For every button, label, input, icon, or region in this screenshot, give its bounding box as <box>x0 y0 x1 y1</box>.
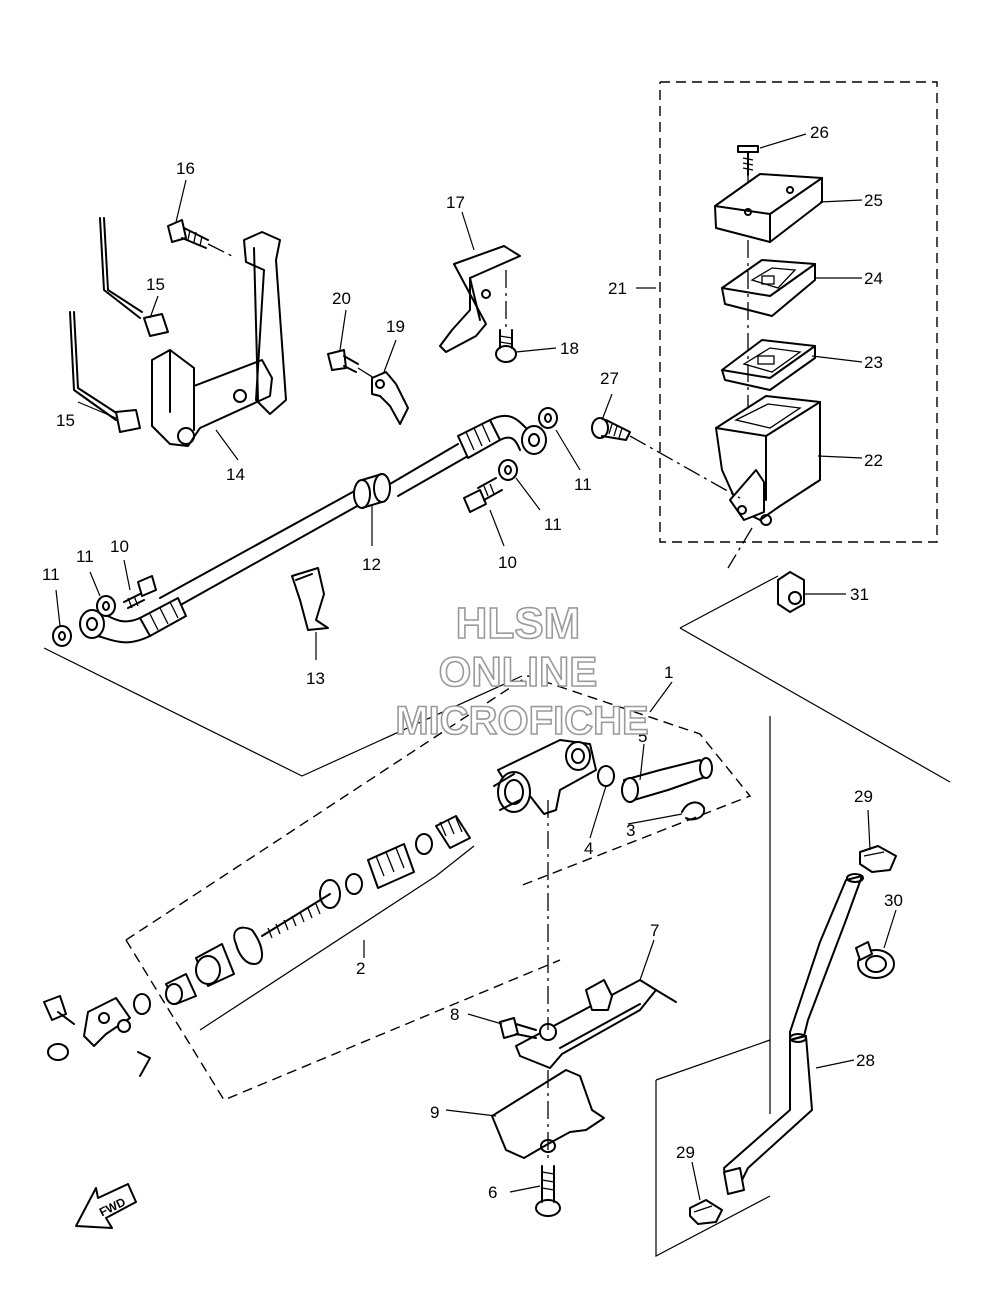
forward-direction-arrow: FWD <box>75 1183 137 1229</box>
reservoir-hose-28 <box>723 873 864 1195</box>
callout-11-c: 11 <box>574 475 592 494</box>
callout-28: 28 <box>856 1051 875 1070</box>
callout-18: 18 <box>560 339 579 358</box>
union-bolt-10-left <box>123 575 157 609</box>
washer-11-d <box>538 407 558 429</box>
callout-11-a: 11 <box>42 565 60 584</box>
callout-19: 19 <box>386 317 405 336</box>
bolt-18 <box>495 329 517 363</box>
callout-13: 13 <box>306 669 325 688</box>
clip-19 <box>371 371 409 425</box>
bracket-17 <box>439 245 521 353</box>
bolt-20 <box>327 349 375 379</box>
reservoir-diaphragm-24 <box>721 259 816 317</box>
hose-clamp-29-upper <box>859 845 897 873</box>
callout-12: 12 <box>362 555 381 574</box>
brake-hose-lower-fitting <box>79 597 187 644</box>
callout-31: 31 <box>850 585 869 604</box>
union-bolt-10-right <box>463 477 503 513</box>
callout-10-left: 10 <box>110 537 129 556</box>
callout-11-d: 11 <box>544 515 562 534</box>
callout-1: 1 <box>664 663 673 682</box>
bracket-7 <box>515 800 677 1069</box>
callout-11-b: 11 <box>76 547 94 566</box>
watermark-line-3: MICROFICHE <box>395 699 648 743</box>
callout-leaders <box>55 133 897 1201</box>
cable-tie-15-upper <box>99 217 169 337</box>
hose-clamp-30 <box>855 941 895 979</box>
hose-joint-5 <box>621 757 713 803</box>
callout-15-lower: 15 <box>56 411 75 430</box>
watermark-line-2: ONLINE <box>439 648 598 695</box>
master-cylinder-box <box>125 675 752 1101</box>
callout-27: 27 <box>600 369 619 388</box>
callout-24: 24 <box>864 269 883 288</box>
callout-21: 21 <box>608 279 627 298</box>
hose-clamp-29-lower <box>689 1199 723 1225</box>
callout-3: 3 <box>626 821 635 840</box>
reservoir-plate-23 <box>721 240 816 420</box>
bolt-16 <box>167 219 233 257</box>
washer-11-c <box>498 459 518 481</box>
callout-23: 23 <box>864 353 883 372</box>
callout-14: 14 <box>226 465 245 484</box>
washer-11-a <box>52 625 72 647</box>
circlip-3 <box>681 801 706 821</box>
callout-25: 25 <box>864 191 883 210</box>
o-ring-4 <box>597 765 615 787</box>
connection-lines <box>43 575 951 1257</box>
callout-2: 2 <box>356 959 365 978</box>
watermark-line-1: HLSM <box>456 599 581 648</box>
callout-15-upper: 15 <box>146 275 165 294</box>
guard-9 <box>491 1069 605 1160</box>
reservoir-screw-27 <box>591 417 741 499</box>
clevis-and-pin <box>43 993 151 1077</box>
hose-clip-13 <box>291 567 329 631</box>
bolt-8 <box>499 1017 537 1039</box>
reservoir-cap-25 <box>714 173 823 243</box>
callout-30: 30 <box>884 891 903 910</box>
callout-17: 17 <box>446 193 465 212</box>
cylinder-body <box>493 739 597 815</box>
callout-29-lower: 29 <box>676 1143 695 1162</box>
callout-22: 22 <box>864 451 883 470</box>
callout-8: 8 <box>450 1005 459 1024</box>
cable-tie-15-lower <box>69 311 141 433</box>
brake-hose-upper <box>159 414 547 613</box>
callout-5: 5 <box>638 727 647 746</box>
callout-29-upper: 29 <box>854 787 873 806</box>
reservoir-group-box <box>659 81 938 543</box>
callout-7: 7 <box>650 921 659 940</box>
reservoir-body-22 <box>715 395 821 526</box>
callout-9: 9 <box>430 1103 439 1122</box>
bracket-14 <box>151 231 287 447</box>
callout-10-right: 10 <box>498 553 517 572</box>
bolt-6 <box>535 1165 561 1217</box>
piston-kit-2 <box>165 815 471 1005</box>
callout-16: 16 <box>176 159 195 178</box>
clip-31 <box>727 527 805 613</box>
grommet-12 <box>353 473 391 509</box>
callout-20: 20 <box>332 289 351 308</box>
watermark: HLSM ONLINE MICROFICHE <box>395 598 650 744</box>
washer-11-b <box>96 595 116 617</box>
callout-4: 4 <box>584 839 593 858</box>
callout-labels: 1 2 3 4 5 6 7 8 9 10 10 11 11 11 11 12 1… <box>42 123 903 1202</box>
callout-6: 6 <box>488 1183 497 1202</box>
callout-26: 26 <box>810 123 829 142</box>
